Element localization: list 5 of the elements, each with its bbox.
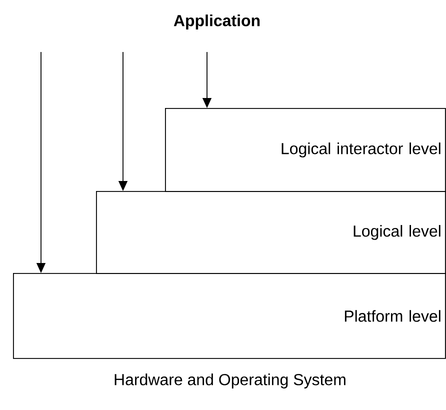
level-box: Platform level <box>13 273 446 359</box>
layer-label: Application <box>174 14 260 30</box>
level-box: Logical level <box>96 191 446 274</box>
layer-label: Hardware and Operating System <box>114 374 346 388</box>
level-box: Logical interactor level <box>165 108 446 192</box>
